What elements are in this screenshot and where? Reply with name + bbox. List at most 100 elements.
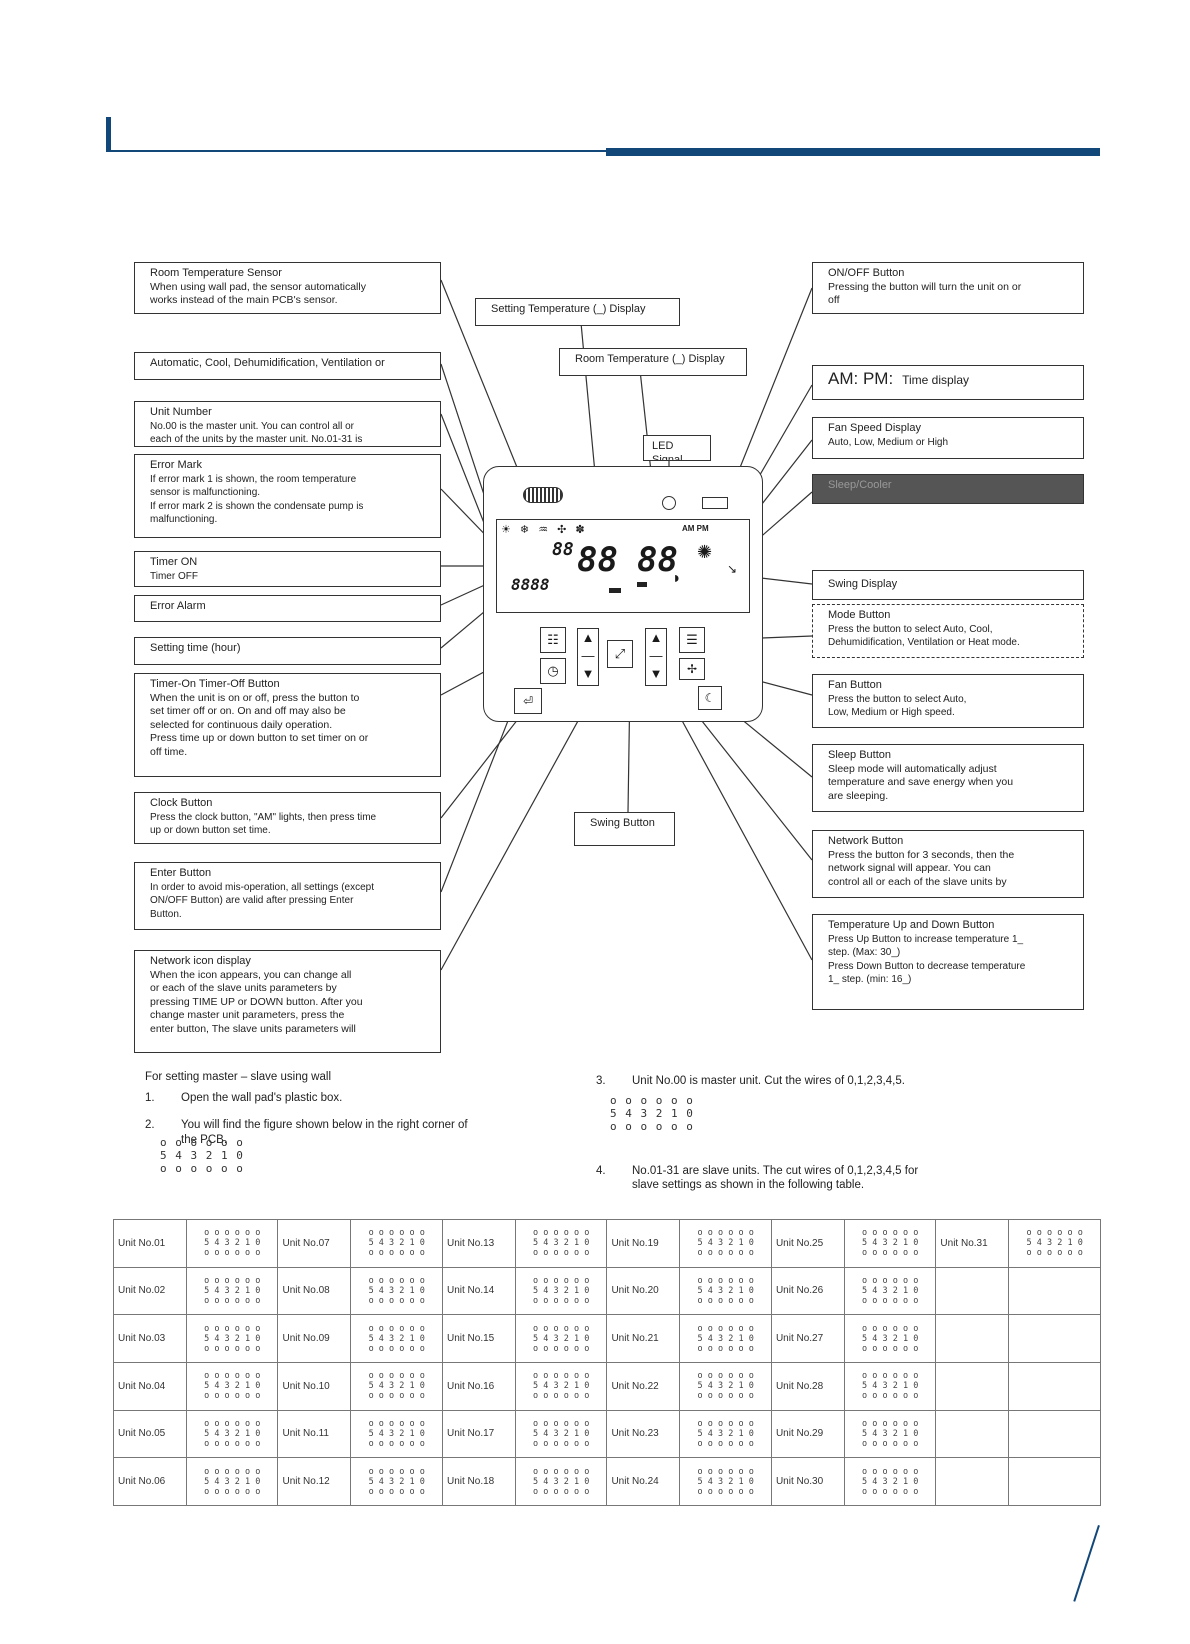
callout-temperature-updown: Temperature Up and Down Button Press Up … [812,914,1084,1010]
switch-figure-line: o o o o o o [533,1343,590,1354]
switch-figure-line: 5 4 3 2 1 0 [368,1381,425,1392]
step-2-text-cont: the PCB. [181,1134,228,1146]
unit-label-cell: Unit No.22 [606,1361,681,1411]
callout-title: Swing Display [828,578,898,590]
unit-label-cell: Unit No.04 [113,1361,187,1411]
switch-figure-line: o o o o o o [368,1418,425,1429]
callout-title: Room Temperature Sensor [150,267,282,279]
unit-number-digits: 88 [552,539,574,560]
step-4-number: 4. [596,1165,606,1177]
switch-figure-line: o o o o o o [697,1438,754,1449]
switch-figure-line: o o o o o o [204,1275,261,1286]
switch-figure-cell [1008,1314,1101,1363]
callout-error-alarm: Error Alarm [134,595,441,622]
switch-figure-line: o o o o o o [1026,1228,1083,1239]
callout-title: Network icon display [150,955,251,967]
sleep-button[interactable]: ☾ [698,686,722,710]
switch-figure-line: 5 4 3 2 1 0 [368,1476,425,1487]
switch-figure-line: 5 4 3 2 1 0 [204,1238,261,1249]
switch-figure-cell [1008,1266,1101,1316]
steps-intro: For setting master – slave using wall [145,1071,331,1083]
unit-label-cell: Unit No.25 [770,1219,845,1268]
unit-label-cell: Unit No.31 [935,1219,1010,1268]
unit-label-cell: Unit No.17 [441,1409,516,1459]
switch-figure-line: 5 4 3 2 1 0 [368,1285,425,1296]
switch-figure-line: o o o o o o [697,1323,754,1334]
clock-button[interactable]: ◷ [540,658,566,684]
lcd-screen: ☀ ❄ ♒ ✣ ✽ AM PM 88 88 88 ✺ ↘ ◗ 8888 [496,519,750,613]
callout-desc: Timer OFF [150,570,198,582]
timer-button[interactable]: ☷ [540,627,566,653]
switch-figure-line: 5 4 3 2 1 0 [204,1381,261,1392]
onoff-button[interactable] [702,497,728,509]
switch-figure-line: o o o o o o [204,1371,261,1382]
callout-desc: Pressing the button will turn the unit o… [828,280,1022,307]
switch-figure-cell [1008,1457,1101,1506]
switch-figure-line: 5 4 3 2 1 0 [533,1381,590,1392]
enter-button[interactable]: ⏎ [514,688,542,714]
swing-button[interactable]: ⤢ [607,640,633,668]
switch-figure-line: 5 4 3 2 1 0 [862,1476,919,1487]
mode-button[interactable]: ☰ [679,627,705,653]
switch-figure-line: o o o o o o [697,1418,754,1429]
wire-dots-top: o o o o o o [160,1136,244,1149]
callout-title: Sleep Button [828,749,891,761]
switch-figure-cell [1008,1361,1101,1411]
callout-desc: Press Up Button to increase temperature … [828,933,1026,986]
temperature-updown-buttons[interactable]: ▲—▼ [645,628,667,686]
switch-figure-line: o o o o o o [204,1323,261,1334]
callout-desc: Press the button to select Auto, Low, Me… [828,693,967,719]
switch-figure-line: 5 4 3 2 1 0 [862,1381,919,1392]
fan-speed-icon: ✺ [697,542,713,562]
callout-title: Fan Button [828,679,882,691]
callout-title: LED Signal [652,440,683,461]
unit-label-cell: Unit No.21 [606,1314,681,1363]
switch-figure-line: 5 4 3 2 1 0 [204,1476,261,1487]
unit-label-cell: Unit No.14 [441,1266,516,1316]
unit-label-cell: Unit No.27 [770,1314,845,1363]
callout-title: Sleep/Cooler [828,479,892,491]
switch-figure-line: o o o o o o [697,1466,754,1477]
switch-figure-line: o o o o o o [862,1295,919,1306]
fan-button[interactable]: ✢ [679,658,705,680]
step-2-text: You will find the figure shown below in … [181,1119,468,1131]
swing-icon: ↘ [727,562,738,576]
switch-figure-line: 5 4 3 2 1 0 [533,1333,590,1344]
time-updown-buttons[interactable]: ▲—▼ [577,628,599,686]
switch-figure-line: 5 4 3 2 1 0 [697,1381,754,1392]
switch-figure-line: o o o o o o [204,1391,261,1402]
wire-dots-top: o o o o o o [610,1094,694,1107]
callout-desc: When using wall pad, the sensor automati… [150,280,366,307]
switch-figure-line: o o o o o o [533,1391,590,1402]
unit-label-cell: Unit No.29 [770,1409,845,1459]
switch-figure-line: o o o o o o [204,1295,261,1306]
switch-figure-line: o o o o o o [862,1391,919,1402]
switch-figure-line: 5 4 3 2 1 0 [204,1428,261,1439]
timer-icon: ☷ [547,632,559,647]
callout-desc: Press the button for 3 seconds, then the… [828,848,1015,888]
callout-desc: No.00 is the master unit. You can contro… [150,420,363,446]
